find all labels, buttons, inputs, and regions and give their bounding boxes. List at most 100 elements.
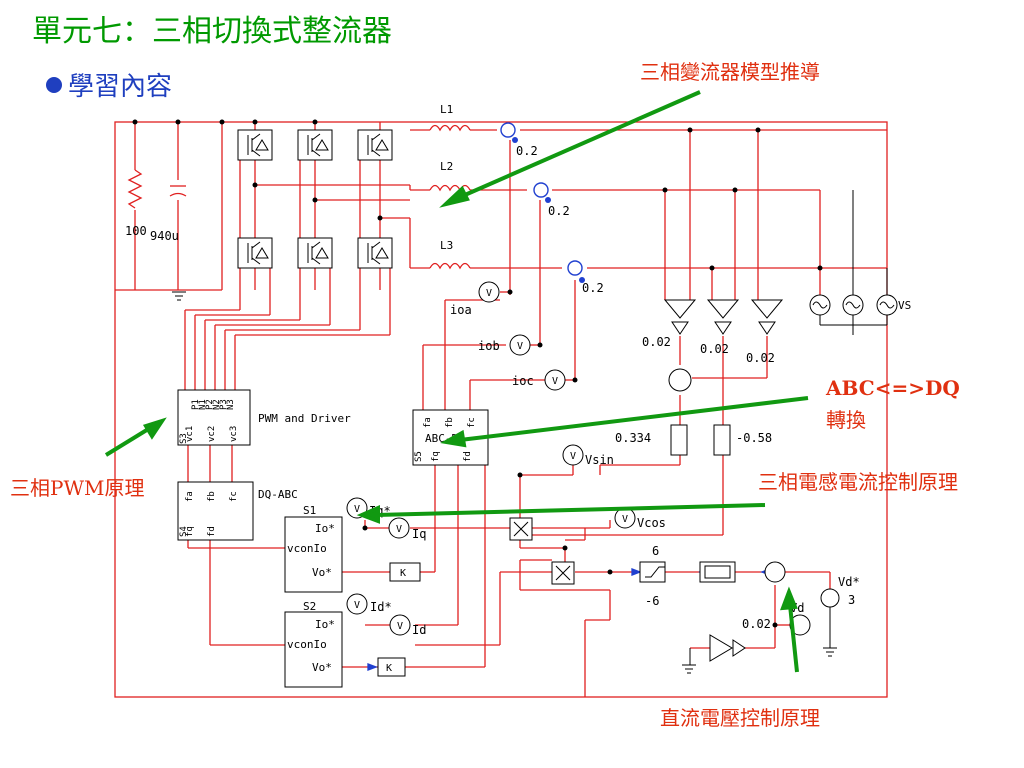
meter-iob: iob xyxy=(478,339,500,353)
svg-text:fc: fc xyxy=(467,417,477,428)
annotation-model: 三相變流器模型推導 xyxy=(640,60,820,84)
svg-text:vc3: vc3 xyxy=(229,426,239,442)
vd-gain: 0.02 xyxy=(742,617,771,631)
inductor-label-1: L1 xyxy=(440,103,453,116)
ground-icon xyxy=(172,291,186,301)
svg-text:P1: P1 xyxy=(191,399,201,410)
svg-text:P2: P2 xyxy=(205,399,215,410)
inductors xyxy=(429,124,471,270)
svg-text:vc2: vc2 xyxy=(207,426,217,442)
svg-text:fa: fa xyxy=(423,417,433,428)
svg-text:fd: fd xyxy=(463,451,473,462)
slide-title: 單元七：三相切換式整流器 xyxy=(32,14,392,49)
svg-text:fb: fb xyxy=(445,417,455,428)
annotation-current-ctrl: 三相電感電流控制原理 xyxy=(758,470,958,494)
svg-text:vconIo: vconIo xyxy=(287,542,327,555)
dq-abc-label: DQ-ABC xyxy=(258,488,298,501)
inductor-value-2: 0.2 xyxy=(548,204,570,218)
svg-text:K: K xyxy=(400,568,406,579)
svg-text:V: V xyxy=(517,341,523,352)
meter-vcos: Vcos xyxy=(637,516,666,530)
inductor-value-1: 0.2 xyxy=(516,144,538,158)
bullet-dot-icon xyxy=(46,77,62,93)
svg-text:vc1: vc1 xyxy=(185,426,195,442)
ground-icon-2 xyxy=(682,607,837,674)
gain-a: 0.334 xyxy=(615,431,651,445)
pwm-driver-block: PWM and Driver xyxy=(177,389,351,446)
inductor-value-3: 0.2 xyxy=(582,281,604,295)
meter-ioa: ioa xyxy=(450,303,472,317)
limiter-hi: 6 xyxy=(652,544,659,558)
svg-text:fb: fb xyxy=(207,491,217,502)
annotation-arrows xyxy=(104,90,809,673)
svg-text:V: V xyxy=(552,376,558,387)
vd-ref-value: 3 xyxy=(848,593,855,607)
svg-text:fq: fq xyxy=(185,526,195,537)
junction-dots xyxy=(132,119,823,628)
svg-text:N1: N1 xyxy=(198,399,208,410)
svg-text:fc: fc xyxy=(229,491,239,502)
svg-text:vconIo: vconIo xyxy=(287,638,327,651)
annotation-pwm: 三相PWM原理 xyxy=(10,476,145,500)
meter-ioc: ioc xyxy=(512,374,534,388)
pwm-label: PWM and Driver xyxy=(258,412,351,425)
svg-text:V: V xyxy=(354,600,360,611)
meter-vsin: Vsin xyxy=(585,453,614,467)
gain-b: -0.58 xyxy=(736,431,772,445)
svg-text:fq: fq xyxy=(431,451,441,462)
meter-vd-star: Vd* xyxy=(838,575,860,589)
source-label: VS xyxy=(898,299,911,312)
svg-text:V: V xyxy=(354,504,360,515)
meter-id: Id xyxy=(412,623,426,637)
meter-iq: Iq xyxy=(412,527,426,541)
sensor-gain-b: 0.02 xyxy=(700,342,729,356)
svg-text:V: V xyxy=(622,514,628,525)
meter-id-star: Id* xyxy=(370,600,392,614)
multipliers xyxy=(509,517,575,585)
summer-block xyxy=(668,368,692,392)
svg-text:S2: S2 xyxy=(303,600,316,613)
sensor-gain-a: 0.02 xyxy=(642,335,671,349)
voltage-meters xyxy=(346,281,811,636)
current-probes xyxy=(500,122,583,276)
bullet-text: 學習內容 xyxy=(68,72,173,102)
svg-text:V: V xyxy=(486,288,492,299)
dq-abc-block: DQ-ABC xyxy=(177,481,298,541)
svg-text:fd: fd xyxy=(207,526,217,537)
svg-text:Io*: Io* xyxy=(315,522,335,535)
svg-text:N2: N2 xyxy=(212,399,222,410)
svg-text:Io*: Io* xyxy=(315,618,335,631)
gain-blocks xyxy=(670,424,731,456)
resistor-label: 100 xyxy=(125,224,147,238)
annotation-abc-dq-1: ABC<=>DQ xyxy=(826,376,960,400)
inductor-label-2: L2 xyxy=(440,160,453,173)
svg-text:S4: S4 xyxy=(179,526,189,537)
inductor-label-3: L3 xyxy=(440,239,453,252)
svg-text:V: V xyxy=(396,524,402,535)
annotation-abc-dq-2: 轉換 xyxy=(826,408,866,432)
svg-text:Vo*: Vo* xyxy=(312,661,332,674)
k-blocks: K K xyxy=(377,562,421,677)
resistor-capacitor xyxy=(127,169,187,210)
pwm-id: S3 xyxy=(179,433,189,444)
svg-text:N3: N3 xyxy=(226,399,236,410)
limiter-pi xyxy=(639,561,840,662)
svg-text:S1: S1 xyxy=(303,504,316,517)
capacitor-label: 940u xyxy=(150,229,179,243)
sensor-gain-c: 0.02 xyxy=(746,351,775,365)
svg-text:S5: S5 xyxy=(414,451,424,462)
ac-sources xyxy=(809,190,898,335)
igbt-switches xyxy=(237,129,393,269)
svg-text:Vo*: Vo* xyxy=(312,566,332,579)
svg-text:fa: fa xyxy=(185,491,195,502)
content-bullet: 學習內容 xyxy=(46,66,172,103)
controller-s1: S1 Io* vconIo Vo* xyxy=(284,504,343,593)
svg-text:V: V xyxy=(397,621,403,632)
annotation-voltage-ctrl: 直流電壓控制原理 xyxy=(660,706,820,730)
svg-text:P3: P3 xyxy=(219,399,229,410)
limiter-lo: -6 xyxy=(645,594,659,608)
controller-s2: S2 Io* vconIo Vo* xyxy=(284,600,343,688)
svg-text:K: K xyxy=(386,663,392,674)
voltage-sensors xyxy=(663,299,784,335)
